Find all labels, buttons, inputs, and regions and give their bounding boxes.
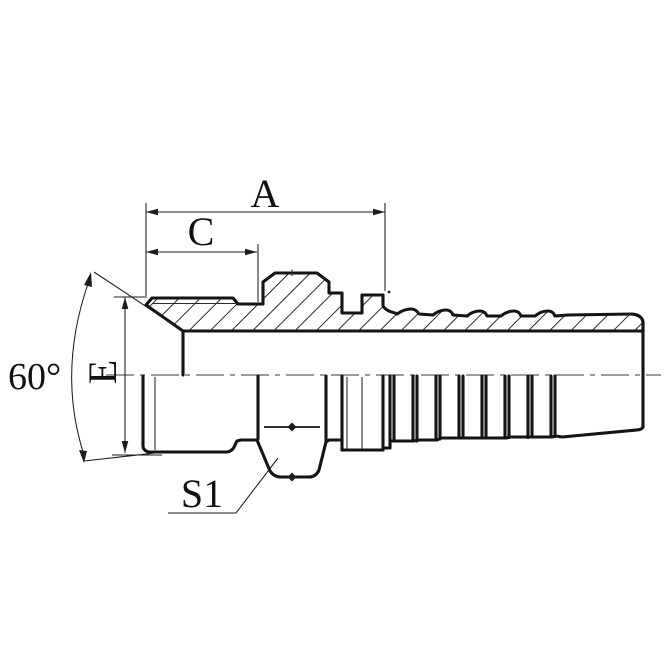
dimension-a [145,203,391,296]
hex-end-edges [256,374,328,443]
dim-e-label: E [80,360,125,384]
collar-inner-edges [346,377,363,449]
hex-face-dot-lower [287,472,297,482]
collar-edges [340,374,385,452]
fitting-section-upper [144,271,645,333]
angle-arc [71,277,91,459]
barb-ridge-edges [388,374,557,443]
hex-size-label: S1 [181,471,223,516]
cone-angle-label: 60° [8,356,61,398]
hex-face-dot-upper [287,422,297,432]
cone-angle-indicator [71,271,184,463]
s1-leader [168,457,279,514]
dim-a-label: A [251,171,280,216]
dim-c-label: C [188,209,215,254]
fitting-external-lower [141,320,645,482]
dimension-c [146,244,259,302]
